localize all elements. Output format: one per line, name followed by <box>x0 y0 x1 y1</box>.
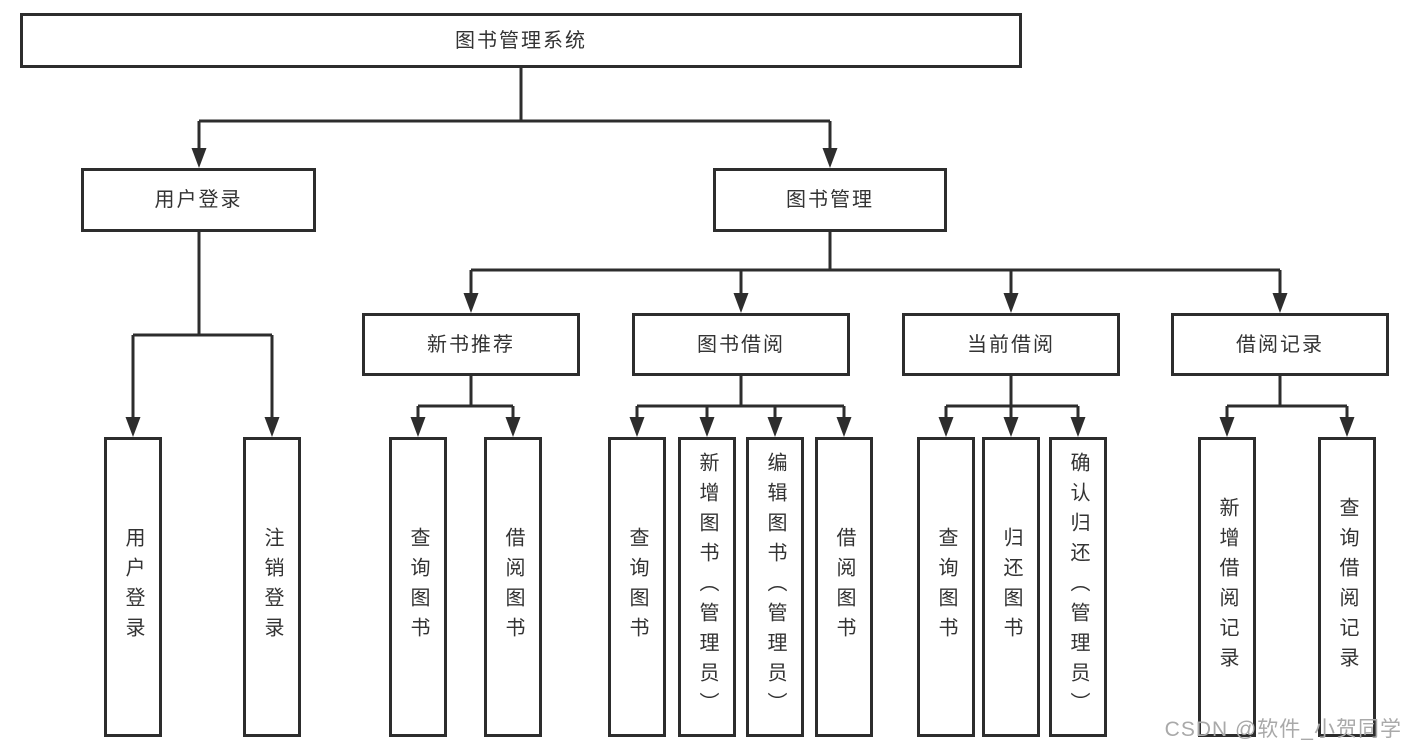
edge-book-management-to-level3 <box>463 232 1288 313</box>
node-leaf-user-login: 用户登录 <box>104 437 162 737</box>
arrowhead-icon <box>1003 293 1019 313</box>
arrowhead-icon <box>264 417 280 437</box>
arrowhead-icon <box>1070 417 1086 437</box>
arrowhead-icon <box>733 293 749 313</box>
arrowhead-icon <box>463 293 479 313</box>
edge-current-borrow-to-leaves <box>938 376 1086 437</box>
node-leaf-records-query-borrow-record: 查询借阅记录 <box>1318 437 1376 737</box>
edge-borrow-records-to-leaves <box>1219 376 1355 437</box>
node-borrow-records: 借阅记录 <box>1171 313 1389 376</box>
arrowhead-icon <box>410 417 426 437</box>
arrowhead-icon <box>1219 417 1235 437</box>
node-leaf-logout: 注销登录 <box>243 437 301 737</box>
arrowhead-icon <box>1339 417 1355 437</box>
arrowhead-icon <box>938 417 954 437</box>
node-leaf-current-confirm-return-admin: 确认归还（管理员） <box>1049 437 1107 737</box>
node-leaf-current-query-books: 查询图书 <box>917 437 975 737</box>
node-leaf-recommend-query-books: 查询图书 <box>389 437 447 737</box>
node-leaf-records-add-borrow-record: 新增借阅记录 <box>1198 437 1256 737</box>
node-leaf-borrow-add-books-admin: 新增图书（管理员） <box>678 437 736 737</box>
arrowhead-icon <box>1272 293 1288 313</box>
node-leaf-borrow-edit-books-admin: 编辑图书（管理员） <box>746 437 804 737</box>
watermark: CSDN @软件_小贺同学 <box>1164 718 1402 741</box>
arrowhead-icon <box>629 417 645 437</box>
node-leaf-current-return-books: 归还图书 <box>982 437 1040 737</box>
arrowhead-icon <box>505 417 521 437</box>
edge-user-login-to-leaves <box>125 232 280 437</box>
node-user-login: 用户登录 <box>81 168 316 232</box>
edge-root-to-level2 <box>191 68 838 168</box>
node-book-borrow: 图书借阅 <box>632 313 850 376</box>
arrowhead-icon <box>125 417 141 437</box>
arrowhead-icon <box>836 417 852 437</box>
edge-book-borrow-to-leaves <box>629 376 852 437</box>
arrowhead-icon <box>1003 417 1019 437</box>
node-leaf-borrow-query-books: 查询图书 <box>608 437 666 737</box>
arrowhead-icon <box>767 417 783 437</box>
node-new-book-recommend: 新书推荐 <box>362 313 580 376</box>
edge-new-book-recommend-to-leaves <box>410 376 521 437</box>
arrowhead-icon <box>699 417 715 437</box>
node-book-management: 图书管理 <box>713 168 947 232</box>
node-leaf-recommend-borrow-books: 借阅图书 <box>484 437 542 737</box>
node-root: 图书管理系统 <box>20 13 1022 68</box>
arrowhead-icon <box>191 148 207 168</box>
arrowhead-icon <box>822 148 838 168</box>
node-current-borrow: 当前借阅 <box>902 313 1120 376</box>
node-leaf-borrow-borrow-books: 借阅图书 <box>815 437 873 737</box>
